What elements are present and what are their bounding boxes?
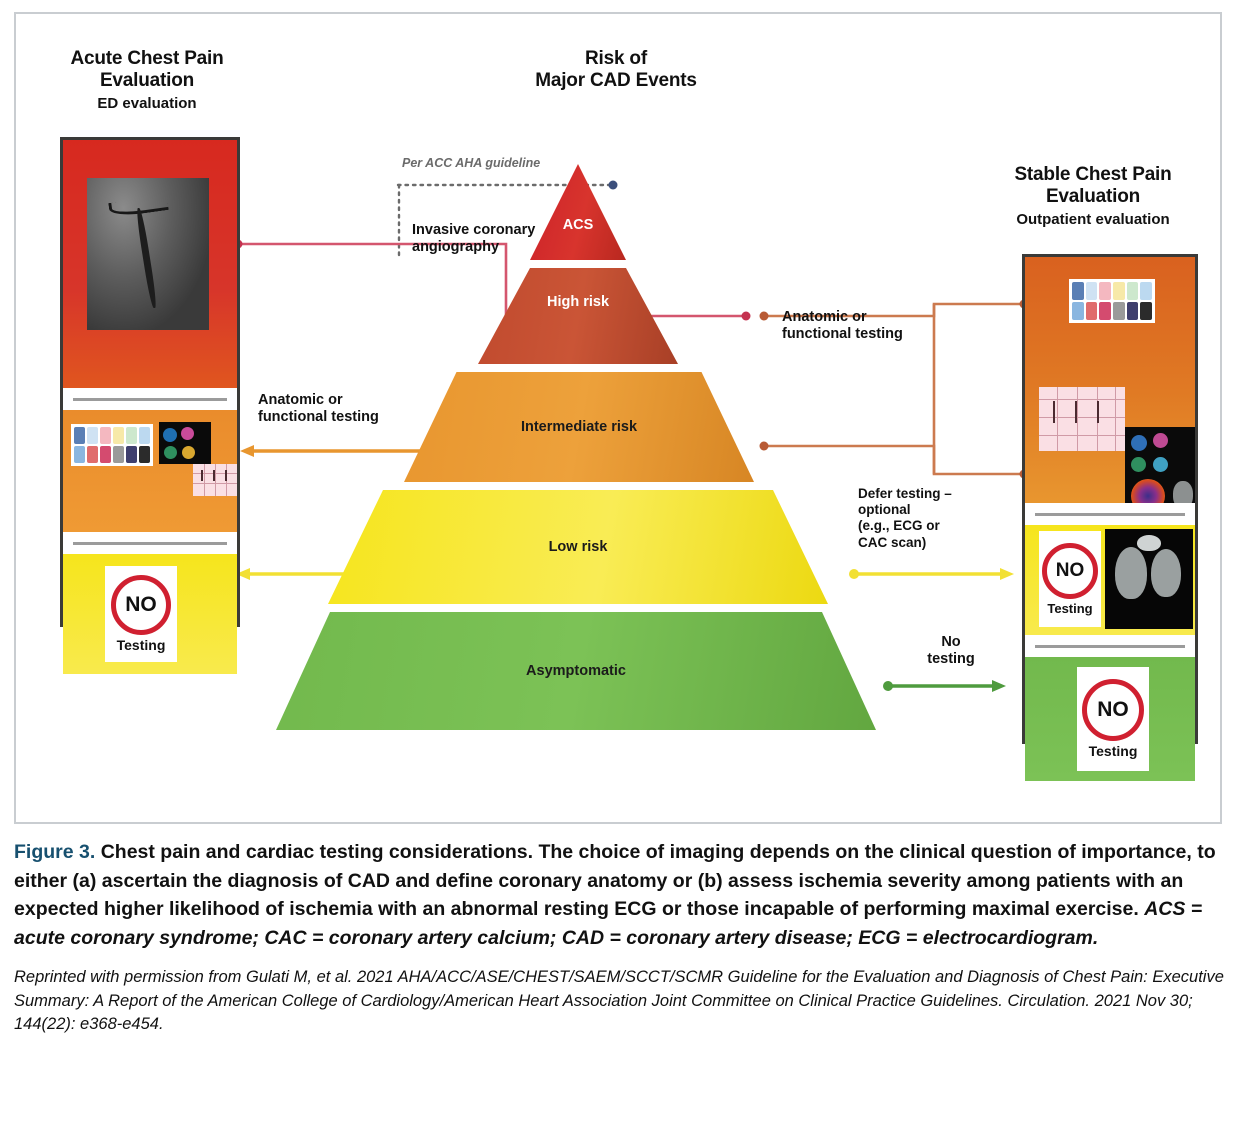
caption-abbreviations: ACS = acute coronary syndrome; CAC = cor… — [14, 898, 1203, 949]
invasive-angiography-line2: angiography — [412, 239, 500, 256]
invasive-angiography-label: Invasive coronary angiography — [412, 222, 582, 257]
pyramid-label-asymptomatic: Asymptomatic — [526, 663, 626, 679]
ecg-tracing-image — [193, 464, 237, 496]
caption-main: Figure 3. Chest pain and cardiac testing… — [14, 838, 1226, 953]
figure-frame: Acute Chest Pain Evaluation ED evaluatio… — [14, 12, 1222, 824]
defer-testing-line3: (e.g., ECG or — [858, 518, 940, 534]
anatomic-testing-left-line2: functional testing — [258, 409, 379, 426]
stable-separator-2 — [1025, 635, 1195, 657]
center-title-line2: Major CAD Events — [535, 70, 697, 92]
no-testing-caption: Testing — [1088, 743, 1138, 759]
no-symbol-text: NO — [1055, 559, 1085, 581]
acute-band-acs — [63, 140, 237, 388]
left-panel-title-line1: Acute Chest Pain — [70, 48, 224, 69]
right-panel-title-line2: Evaluation — [1045, 186, 1141, 208]
acute-band-intermediate — [63, 410, 237, 532]
no-testing-line2: testing — [927, 651, 975, 668]
no-testing-label: No testing — [906, 634, 996, 669]
coronary-angiogram-image — [87, 178, 209, 330]
stable-band-intermediate — [1025, 257, 1195, 503]
no-testing-caption: Testing — [1047, 600, 1093, 616]
pyramid-layer-low-risk: Low risk — [328, 490, 828, 604]
stable-band-low-risk: NO Testing — [1025, 525, 1195, 635]
center-title: Risk of Major CAD Events — [456, 48, 776, 93]
no-symbol-text: NO — [1097, 698, 1129, 721]
chest-ct-image — [1105, 529, 1193, 629]
anatomic-testing-right-line1: Anatomic or — [782, 309, 867, 325]
no-symbol-text: NO — [125, 593, 157, 616]
defer-testing-line2: optional — [858, 502, 911, 518]
right-panel-subtitle: Outpatient evaluation — [1016, 210, 1170, 228]
acute-chest-pain-panel: NO Testing — [60, 137, 240, 674]
right-panel-title: Stable Chest Pain Evaluation Outpatient … — [978, 164, 1208, 229]
stable-chest-pain-panel: NO Testing NO Testing — [1022, 254, 1198, 781]
left-panel-title-line2: Evaluation — [99, 70, 195, 92]
center-title-line1: Risk of — [585, 48, 647, 69]
guideline-note: Per ACC AHA guideline — [402, 156, 541, 170]
acute-separator-1 — [63, 388, 237, 410]
defer-testing-line1: Defer testing – — [858, 486, 952, 501]
stable-no-testing-sign-1: NO Testing — [1039, 531, 1101, 627]
stable-no-testing-sign-2: NO Testing — [1077, 667, 1149, 771]
anatomic-testing-left-line1: Anatomic or — [258, 392, 343, 408]
no-symbol-icon: NO — [1042, 542, 1098, 599]
no-testing-line1: No — [941, 634, 961, 650]
caption-body: Chest pain and cardiac testing considera… — [14, 841, 1216, 921]
anatomic-testing-right-line2: functional testing — [782, 326, 903, 343]
stable-separator-1 — [1025, 503, 1195, 525]
figure-caption: Figure 3. Chest pain and cardiac testing… — [14, 838, 1226, 1037]
pyramid-label-acs: ACS — [562, 217, 594, 233]
left-panel-title: Acute Chest Pain Evaluation ED evaluatio… — [42, 48, 252, 113]
pet-perfusion-image — [1125, 427, 1195, 503]
pyramid-layer-asymptomatic: Asymptomatic — [276, 612, 876, 730]
left-panel-subtitle: ED evaluation — [97, 94, 197, 112]
pyramid-label-intermediate-risk: Intermediate risk — [520, 419, 638, 435]
pyramid-label-low-risk: Low risk — [548, 539, 608, 555]
no-symbol-icon: NO — [1082, 679, 1144, 741]
invasive-angiography-line1: Invasive coronary — [412, 222, 536, 238]
chest-icon-strip-image — [1069, 279, 1155, 323]
pet-scan-image — [159, 422, 211, 464]
defer-testing-line4: CAC scan) — [858, 534, 927, 550]
pyramid-layer-intermediate-risk: Intermediate risk — [404, 372, 754, 482]
acute-separator-2 — [63, 532, 237, 554]
acute-band-low-risk: NO Testing — [63, 554, 237, 674]
pyramid-label-high-risk: High risk — [546, 294, 610, 310]
pyramid-layer-acs: ACS — [530, 164, 626, 260]
no-symbol-icon: NO — [111, 575, 171, 635]
no-testing-caption: Testing — [116, 637, 166, 653]
anatomic-testing-left-label: Anatomic or functional testing — [258, 392, 438, 427]
caption-figure-number: Figure 3. — [14, 841, 96, 863]
chest-icon-strip-image — [71, 424, 153, 466]
right-panel-title-line1: Stable Chest Pain — [1014, 164, 1172, 185]
pyramid-layer-high-risk: High risk — [478, 268, 678, 364]
risk-pyramid: ACS High risk Intermediate risk Low risk… — [276, 164, 876, 764]
ecg-tracing-image — [1039, 387, 1125, 451]
anatomic-testing-right-label: Anatomic or functional testing — [782, 309, 962, 344]
acute-no-testing-sign: NO Testing — [105, 566, 177, 662]
defer-testing-label: Defer testing – optional (e.g., ECG or C… — [858, 486, 1018, 551]
caption-source: Reprinted with permission from Gulati M,… — [14, 967, 1224, 1034]
stable-band-asymptomatic: NO Testing — [1025, 657, 1195, 781]
